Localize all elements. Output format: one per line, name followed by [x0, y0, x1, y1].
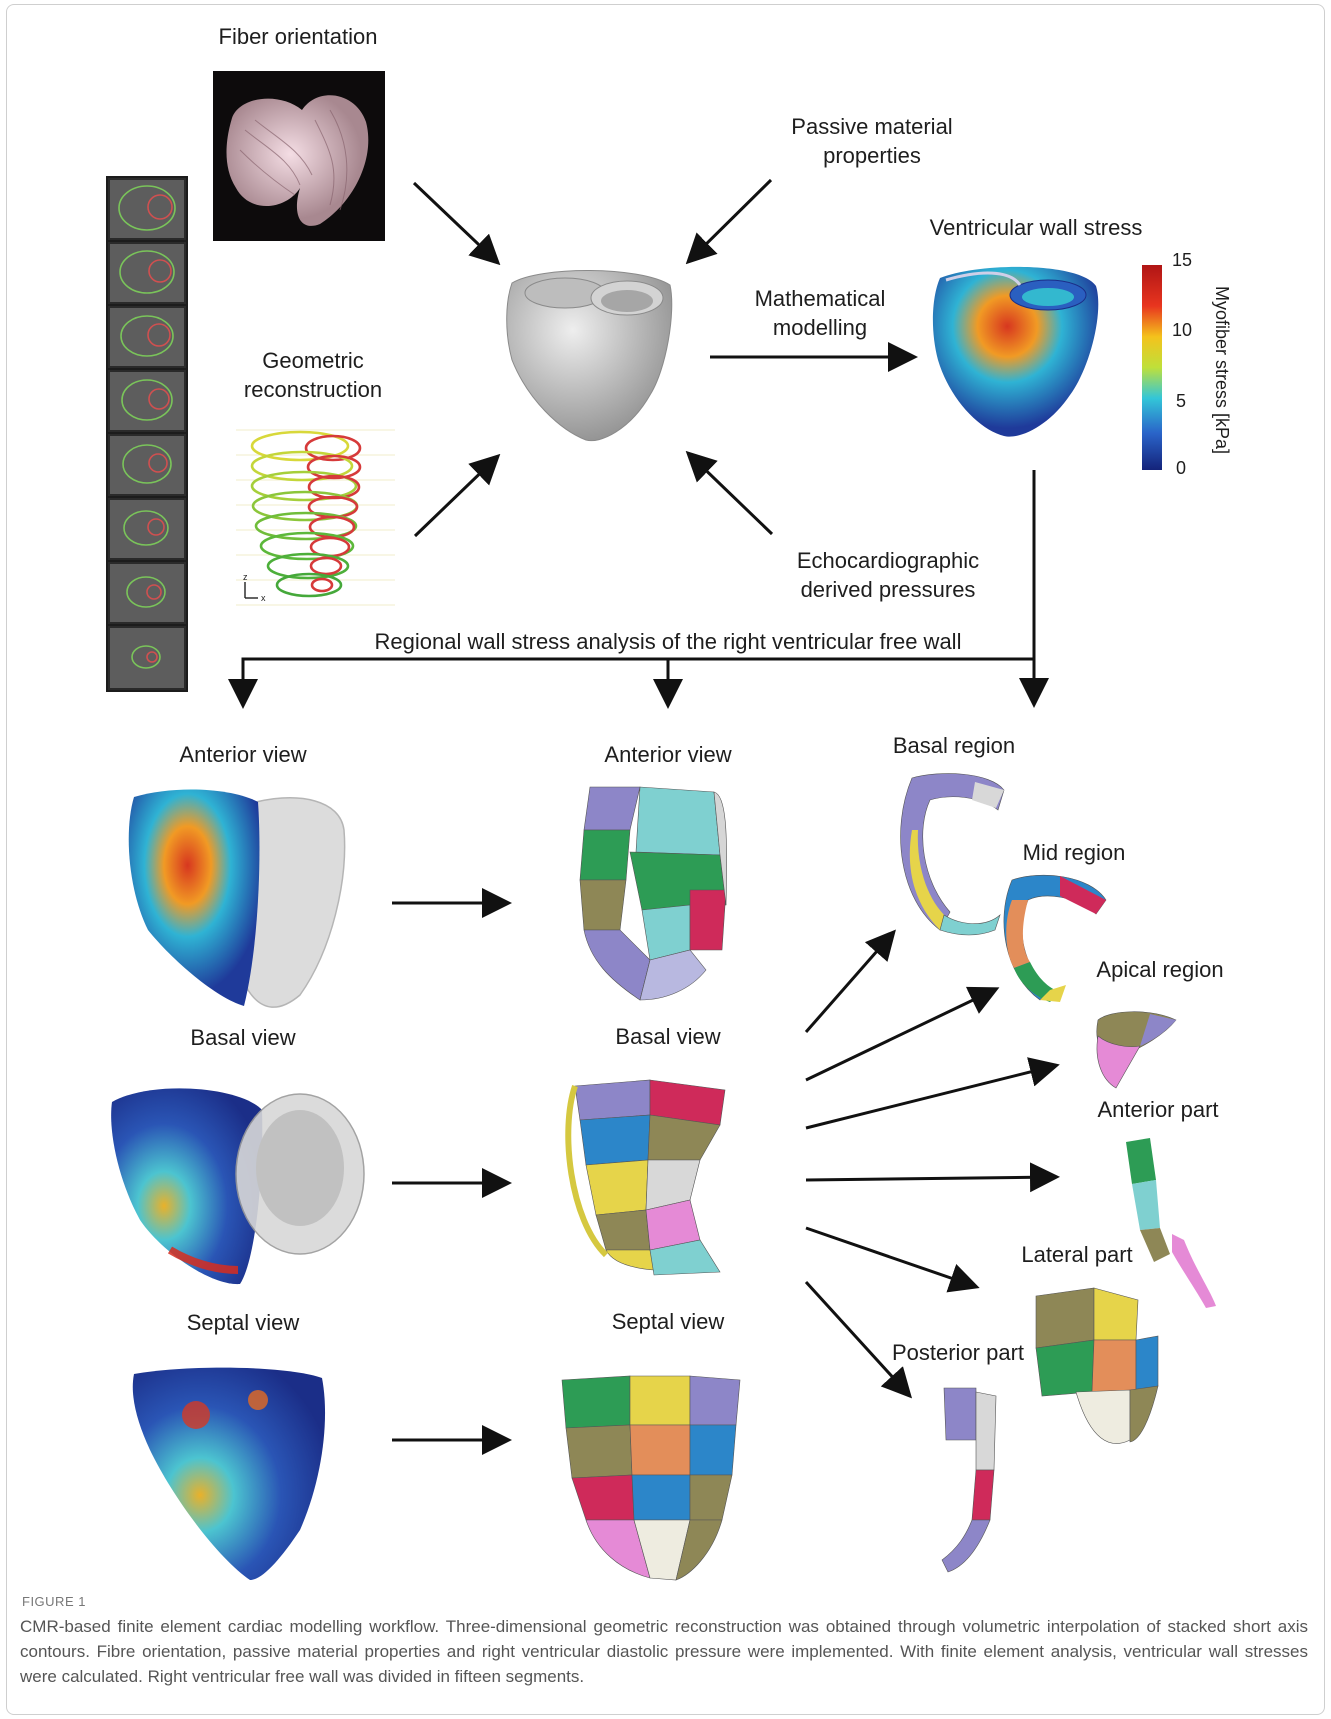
- septal-view-segment-model: [561, 1375, 741, 1581]
- label-septal-view-left: Septal view: [186, 1310, 300, 1335]
- label-regional-analysis: Regional wall stress analysis of the rig…: [374, 629, 962, 654]
- label-echo-line2: derived pressures: [800, 577, 976, 602]
- label-passive-material-line2: properties: [823, 143, 921, 168]
- figure-caption-text: CMR-based finite element cardiac modelli…: [20, 1617, 1308, 1686]
- label-basal-view-mid: Basal view: [615, 1024, 721, 1049]
- label-basal-region: Basal region: [892, 733, 1016, 758]
- basal-region-piece: [900, 773, 1005, 936]
- colorbar-tick-5: 5: [1176, 391, 1187, 411]
- colorbar-tick-10: 10: [1172, 320, 1193, 340]
- axis-z-label: z: [243, 572, 248, 582]
- basal-view-stress-model: [111, 1088, 365, 1285]
- septal-view-stress-model: [132, 1367, 326, 1580]
- apical-region-piece: [1096, 1011, 1177, 1089]
- label-mathematical-line2: modelling: [772, 315, 868, 340]
- label-geometric-line2: reconstruction: [243, 377, 383, 402]
- label-geometric-line1: Geometric: [262, 348, 364, 373]
- geometric-reconstruction-image: z x: [236, 429, 395, 606]
- axis-x-label: x: [261, 593, 266, 603]
- label-ventricular-wall-stress: Ventricular wall stress: [929, 215, 1143, 240]
- label-anterior-view-mid: Anterior view: [604, 742, 732, 767]
- basal-view-segment-model: [565, 1079, 726, 1276]
- label-apical-region: Apical region: [1096, 957, 1224, 982]
- region-arrows: [804, 929, 1060, 1399]
- label-anterior-part: Anterior part: [1097, 1097, 1219, 1122]
- anterior-part-piece: [1126, 1138, 1216, 1308]
- colorbar-title: Myofiber stress [kPa]: [1212, 286, 1232, 455]
- branch-connector: [228, 470, 1049, 709]
- label-basal-view-left: Basal view: [190, 1025, 296, 1050]
- label-septal-view-mid: Septal view: [611, 1309, 725, 1334]
- label-fiber-orientation: Fiber orientation: [218, 24, 378, 49]
- colorbar-tick-15: 15: [1172, 250, 1193, 270]
- lateral-part-piece: [1035, 1287, 1159, 1444]
- fiber-orientation-image: [213, 71, 385, 241]
- label-lateral-part: Lateral part: [1021, 1242, 1133, 1267]
- label-mathematical-line1: Mathematical: [754, 286, 886, 311]
- figure-frame: [6, 4, 1325, 1715]
- label-passive-material-line1: Passive material: [791, 114, 953, 139]
- colorbar-tick-0: 0: [1176, 458, 1187, 478]
- label-mid-region: Mid region: [1022, 840, 1126, 865]
- input-arrows: [412, 178, 918, 538]
- anterior-view-segment-model: [579, 786, 727, 1001]
- label-echo-line1: Echocardiographic: [796, 548, 980, 573]
- colorbar: [1142, 265, 1162, 470]
- mri-slice-stack: [106, 176, 188, 692]
- posterior-part-piece: [941, 1387, 997, 1573]
- label-posterior-part: Posterior part: [891, 1340, 1025, 1365]
- view-arrows: [392, 888, 512, 1455]
- heart-model-center: [506, 270, 673, 442]
- ventricular-wall-stress-model: [932, 266, 1099, 437]
- anterior-view-stress-model: [128, 789, 346, 1008]
- mid-region-piece: [1003, 874, 1107, 1002]
- figure-caption-heading: FIGURE 1: [22, 1594, 86, 1609]
- label-anterior-view-left: Anterior view: [179, 742, 307, 767]
